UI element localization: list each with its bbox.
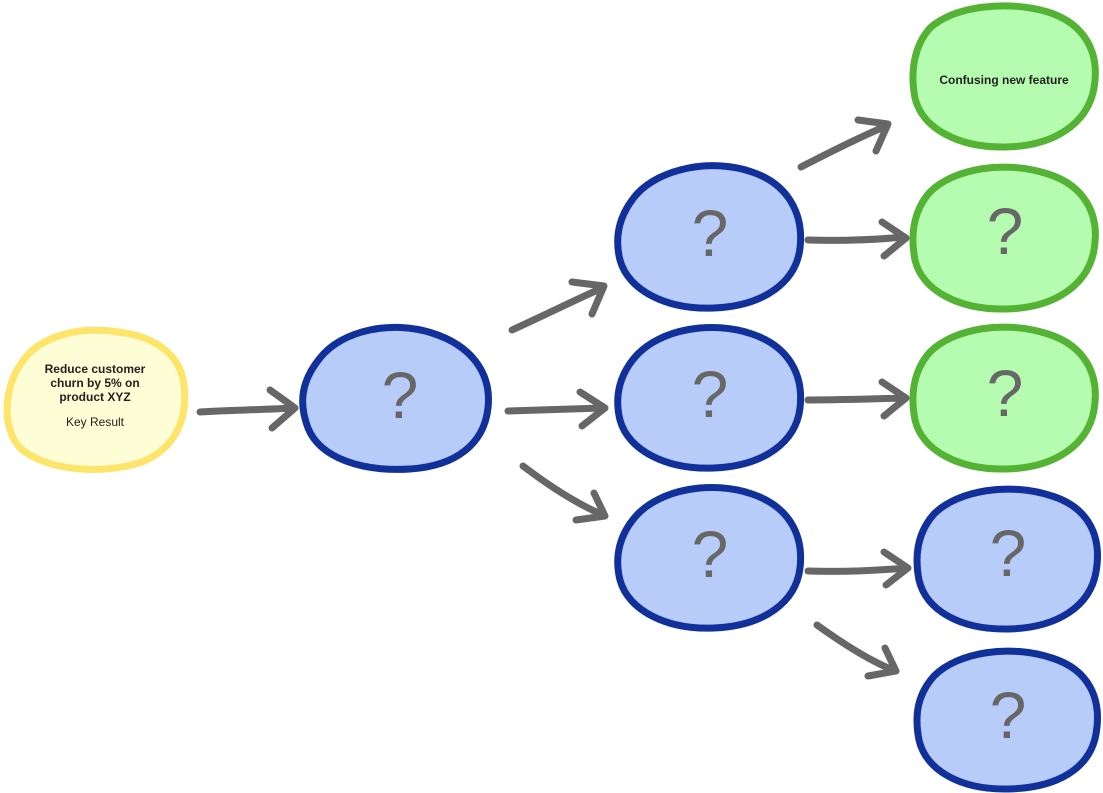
node-n1[interactable] — [299, 323, 492, 473]
node-b5[interactable] — [913, 485, 1101, 633]
edge-n3-to-g3 — [804, 378, 910, 420]
edge-n1-to-n2 — [508, 278, 608, 334]
edge-n2-to-g2 — [804, 218, 910, 260]
nodes — [3, 2, 1101, 793]
edge-root-to-n1 — [196, 386, 299, 432]
node-g3[interactable] — [909, 323, 1099, 473]
edges — [196, 116, 912, 680]
node-g2[interactable] — [909, 163, 1099, 313]
edge-n4-to-b6 — [813, 621, 900, 680]
edge-n1-to-n3 — [504, 388, 609, 430]
edge-n1-to-n4 — [519, 462, 609, 524]
node-b6[interactable] — [913, 647, 1101, 793]
node-root[interactable] — [3, 326, 189, 473]
node-g1[interactable] — [909, 2, 1099, 151]
edge-n4-to-b5 — [804, 548, 912, 589]
node-n3[interactable] — [614, 323, 805, 472]
edge-n2-to-g1 — [797, 116, 892, 171]
node-n2[interactable] — [614, 162, 805, 312]
node-n4[interactable] — [614, 483, 805, 632]
